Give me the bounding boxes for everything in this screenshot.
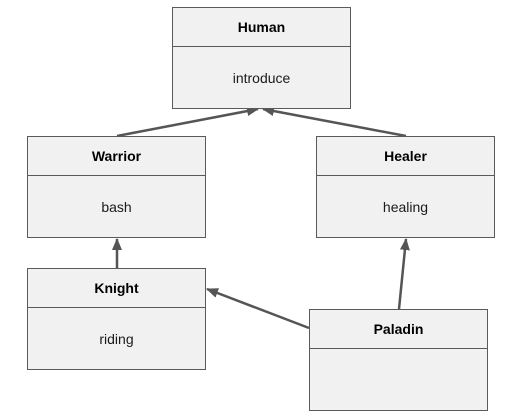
class-method-warrior: bash <box>101 198 132 215</box>
class-method-healer: healing <box>382 198 429 215</box>
class-box-knight: Knight riding <box>27 268 206 370</box>
class-method-knight: riding <box>99 330 134 347</box>
class-method-paladin <box>310 349 487 410</box>
arrow-paladin-to-healer <box>397 238 410 310</box>
class-name-knight: Knight <box>28 269 205 308</box>
arrow-healer-to-human <box>262 106 407 138</box>
class-box-paladin: Paladin <box>309 309 488 411</box>
class-name-warrior: Warrior <box>28 137 205 176</box>
class-box-healer: Healer healing <box>316 136 495 238</box>
arrow-paladin-to-knight <box>206 287 310 330</box>
class-name-paladin: Paladin <box>310 310 487 349</box>
class-name-healer: Healer <box>317 137 494 176</box>
class-box-human: Human introduce <box>172 7 351 109</box>
class-name-human: Human <box>173 8 350 47</box>
arrow-warrior-to-human <box>116 106 259 138</box>
class-method-human: introduce <box>232 69 291 86</box>
class-box-warrior: Warrior bash <box>27 136 206 238</box>
